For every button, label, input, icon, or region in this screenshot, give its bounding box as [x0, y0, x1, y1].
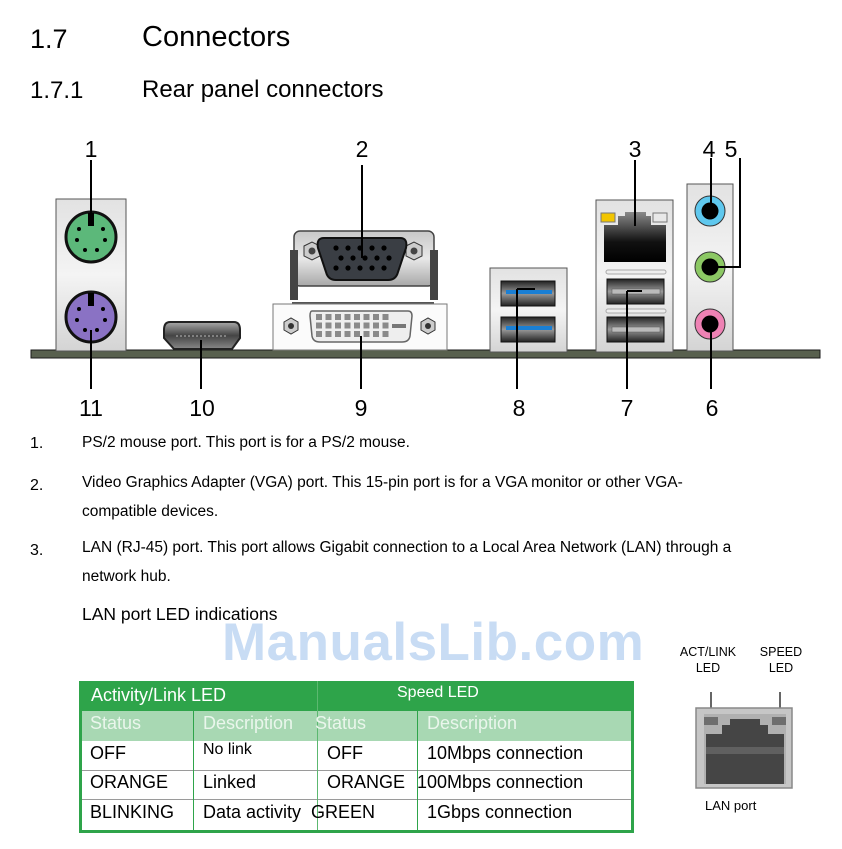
- lan-port-figure: [695, 692, 793, 789]
- dvi-pin: [373, 322, 379, 329]
- table-cell: 100Mbps connection: [417, 772, 584, 792]
- dvi-pin: [344, 314, 351, 320]
- rear-panel-diagram: 1 2 3 4 5 11 10 9 8 7 6: [30, 136, 821, 421]
- table-cell: OFF: [327, 743, 363, 763]
- dvi-pin: [344, 331, 351, 337]
- dvi-pin: [382, 331, 389, 337]
- callout-2: 2: [356, 136, 369, 162]
- callout-7: 7: [621, 395, 634, 421]
- table-cell: GREEN: [311, 802, 376, 822]
- callout-8: 8: [513, 395, 526, 421]
- list-number-3: 3.: [30, 542, 44, 559]
- table-cell: BLINKING: [90, 802, 175, 822]
- speed-led-icon: [772, 717, 786, 725]
- dvi-pin: [363, 322, 370, 329]
- column-header-description-1: Description: [203, 713, 294, 733]
- dvi-pin: [316, 314, 322, 320]
- lan-led-white-icon: [652, 212, 668, 223]
- table-cell: Linked: [203, 772, 257, 792]
- section-title: Connectors: [142, 21, 291, 53]
- group-header-speed: Speed LED: [397, 684, 479, 701]
- speed-led-label: SPEED LED: [752, 644, 810, 676]
- leader-lines: [90, 158, 741, 389]
- act-link-led-icon: [704, 717, 718, 725]
- act-link-led-label: ACT/LINK LED: [672, 644, 744, 676]
- dvi-pin: [344, 322, 351, 329]
- column-header-description-2: Description: [427, 713, 518, 733]
- dvi-pin: [354, 322, 360, 329]
- dvi-pin: [354, 331, 360, 337]
- callout-3: 3: [629, 136, 642, 162]
- table-cell: ORANGE: [90, 772, 169, 792]
- dvi-pin: [382, 322, 389, 329]
- dvi-pin: [325, 314, 332, 320]
- section-number: 1.7: [30, 24, 68, 54]
- column-header-status-2: Status: [315, 713, 367, 733]
- dvi-pin: [335, 314, 341, 320]
- usb3-ports: [489, 267, 568, 353]
- list-text-1: PS/2 mouse port. This port is for a PS/2…: [82, 434, 410, 451]
- callout-9: 9: [355, 395, 368, 421]
- callout-11: 11: [79, 395, 103, 421]
- dvi-pin: [335, 322, 341, 329]
- dvi-pin: [316, 322, 322, 329]
- table-cell: 1Gbps connection: [427, 802, 573, 822]
- hdmi-port: [163, 321, 241, 350]
- list-number-2: 2.: [30, 477, 44, 494]
- dvi-pin: [363, 314, 370, 320]
- lan-led-yellow-icon: [600, 212, 616, 223]
- dvi-pin: [373, 314, 379, 320]
- list-text-2: Video Graphics Adapter (VGA) port. This …: [82, 474, 683, 520]
- dvi-pin: [363, 331, 370, 337]
- subsection-title: Rear panel connectors: [142, 76, 384, 103]
- act-link-label-line1: ACT/LINK: [679, 645, 737, 659]
- callout-6: 6: [706, 395, 719, 421]
- dvi-pin: [316, 331, 322, 337]
- lan-port-icon: [604, 212, 666, 262]
- list-text-3: LAN (RJ-45) port. This port allows Gigab…: [82, 539, 732, 585]
- table-cell: No link: [203, 741, 252, 758]
- table-cell: OFF: [90, 743, 126, 763]
- callout-1: 1: [85, 136, 98, 162]
- watermark: ManualsLib.com: [222, 613, 645, 672]
- column-header-status-1: Status: [90, 713, 142, 733]
- act-link-label-line2: LED: [695, 661, 721, 675]
- callout-5: 5: [725, 136, 738, 162]
- speed-label-line2: LED: [768, 661, 794, 675]
- ps2-ports: [55, 198, 127, 352]
- lan-port-caption: LAN port: [705, 798, 757, 813]
- subsection-number: 1.7.1: [30, 77, 84, 104]
- dvi-pin: [325, 331, 332, 337]
- table-cell: ORANGE: [327, 772, 406, 792]
- led-indications-table: Activity/Link LED Speed LED Status Descr…: [79, 681, 634, 833]
- table-cell: Data activity: [203, 802, 302, 822]
- dvi-pin: [325, 322, 332, 329]
- dvi-pin: [354, 314, 360, 320]
- group-header-activity-link: Activity/Link LED: [91, 685, 227, 705]
- dvi-pin: [373, 331, 379, 337]
- callout-10: 10: [189, 395, 215, 421]
- callout-4: 4: [703, 136, 716, 162]
- table-cell: 10Mbps connection: [427, 743, 584, 763]
- led-section-title: LAN port LED indications: [82, 604, 278, 624]
- list-number-1: 1.: [30, 435, 44, 452]
- dvi-pin: [382, 314, 389, 320]
- vga-dvi-ports: [272, 230, 448, 351]
- speed-label-line1: SPEED: [759, 645, 803, 659]
- dvi-pin: [335, 331, 341, 337]
